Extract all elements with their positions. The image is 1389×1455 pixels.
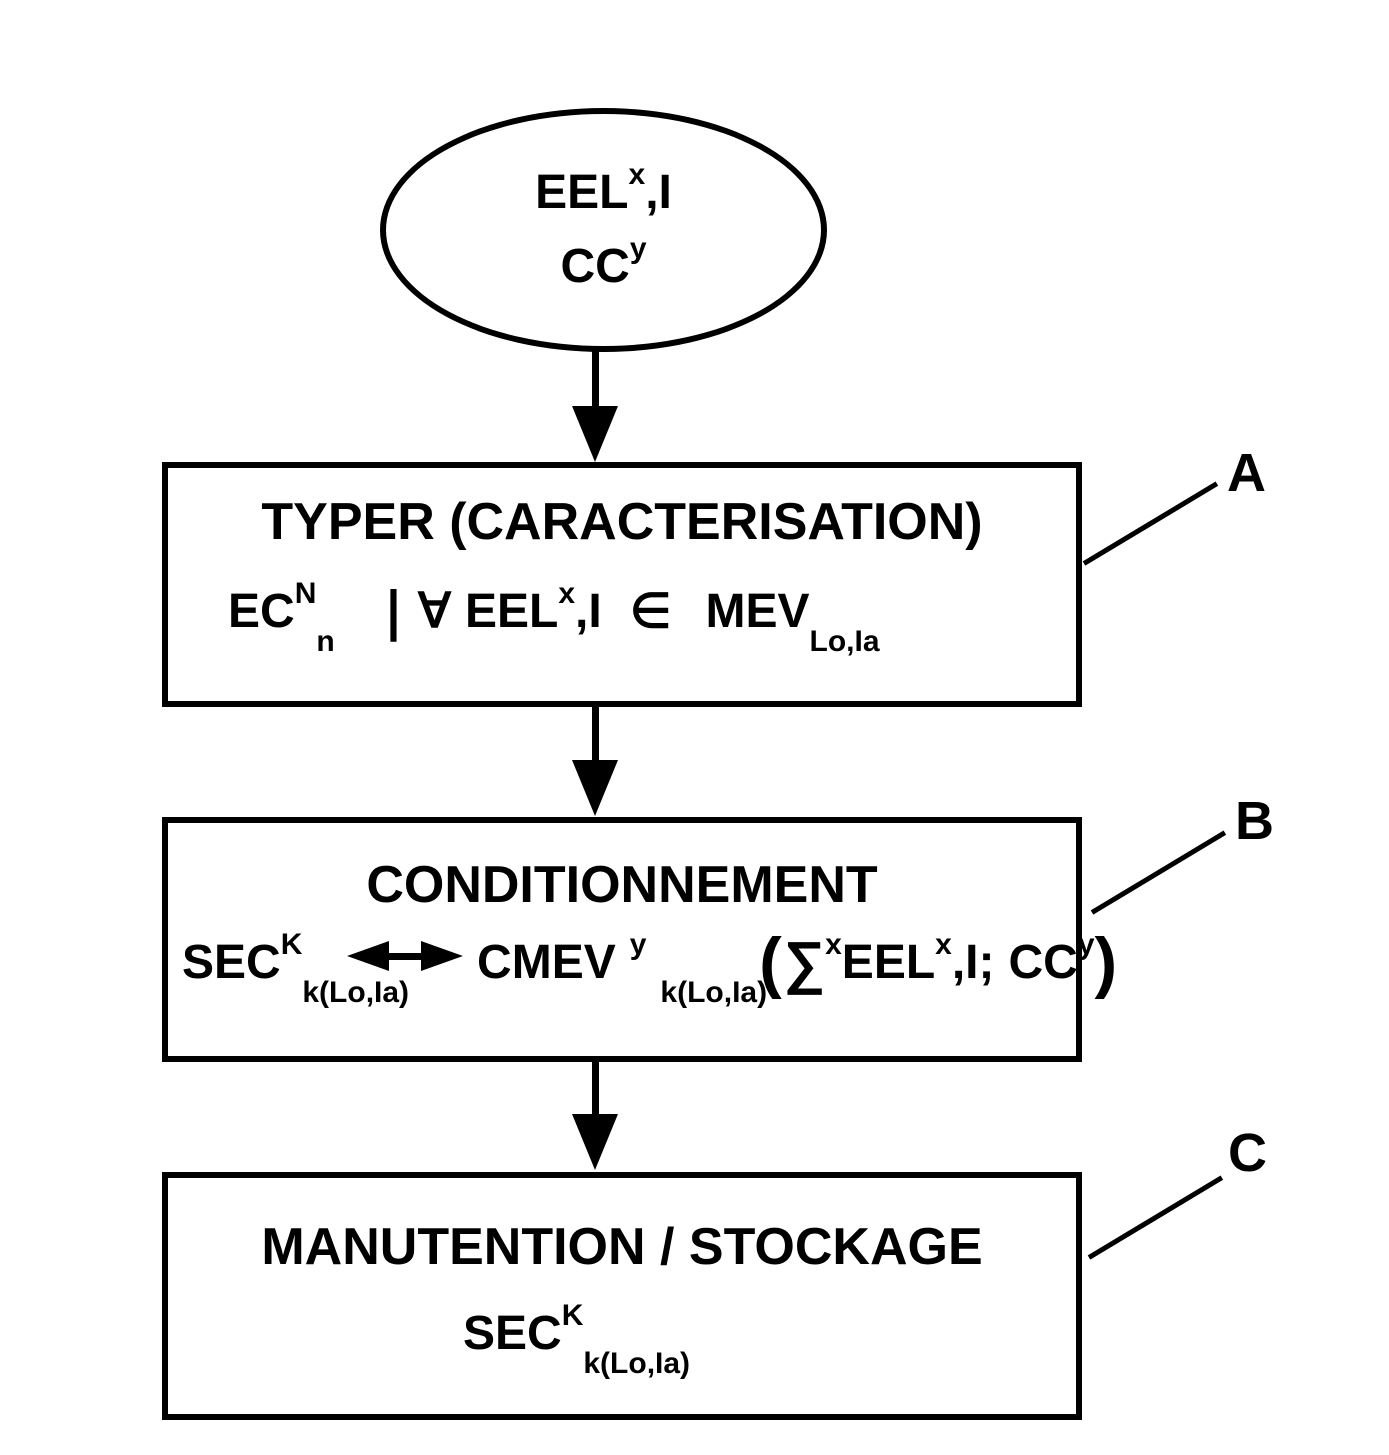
formula-part: CC bbox=[1009, 936, 1078, 989]
formula-superscript: x bbox=[935, 928, 952, 961]
down-arrow-icon bbox=[572, 1114, 618, 1170]
formula-part: SEC bbox=[182, 936, 281, 989]
process-box-typer: TYPER (CARACTERISATION) ECNn | ∀ EELx,I ∈ MEV… bbox=[162, 462, 1082, 707]
formula-part: | bbox=[387, 584, 400, 639]
down-arrow-shaft bbox=[592, 704, 599, 764]
double-arrow-right-head bbox=[421, 941, 463, 971]
down-arrow-shaft bbox=[592, 350, 599, 412]
label-a: A bbox=[1227, 446, 1266, 500]
leader-line-b bbox=[1091, 831, 1226, 915]
formula-part: ,I; bbox=[952, 936, 995, 989]
formula-superscript: K bbox=[281, 928, 303, 961]
down-arrow-icon bbox=[572, 406, 618, 462]
formula-superscript: K bbox=[562, 1299, 584, 1332]
forall-symbol: ∀ bbox=[418, 585, 451, 638]
formula-superscript: x bbox=[558, 577, 575, 610]
formula-part: EEL bbox=[535, 166, 628, 219]
box-title: TYPER (CARACTERISATION) bbox=[168, 492, 1076, 552]
box-formula: SECKk(Lo,Ia) bbox=[463, 1310, 690, 1358]
box-formula: SECKk(Lo,Ia)CMEVyk(Lo,Ia)(∑xEELx,I;CCy) bbox=[182, 921, 1117, 989]
formula-part: EC bbox=[228, 585, 295, 638]
close-paren: ) bbox=[1095, 924, 1118, 1000]
open-paren: ( bbox=[759, 924, 782, 1000]
formula-subscript: n bbox=[316, 625, 334, 658]
label-c: C bbox=[1228, 1126, 1267, 1180]
sum-symbol: ∑ bbox=[784, 930, 825, 995]
formula-subscript: Lo,Ia bbox=[810, 625, 880, 658]
formula-subscript: k(Lo,Ia) bbox=[302, 976, 409, 1009]
ellipse-line1: EELx,I bbox=[535, 169, 672, 217]
formula-part: SEC bbox=[463, 1307, 562, 1360]
double-arrow-bar bbox=[389, 953, 421, 960]
formula-part: MEV bbox=[706, 585, 810, 638]
formula-part: CMEV bbox=[477, 936, 616, 989]
formula-superscript: N bbox=[295, 577, 317, 610]
down-arrow-shaft bbox=[592, 1059, 599, 1117]
formula-subscript: k(Lo,Ia) bbox=[583, 1347, 690, 1380]
box-title: MANUTENTION / STOCKAGE bbox=[168, 1217, 1076, 1277]
element-of-symbol: ∈ bbox=[630, 585, 672, 638]
formula-superscript: y bbox=[630, 232, 647, 265]
formula-part: CC bbox=[560, 240, 629, 293]
label-b: B bbox=[1235, 794, 1274, 848]
box-title: CONDITIONNEMENT bbox=[168, 855, 1076, 915]
leader-line-a bbox=[1083, 482, 1218, 566]
formula-superscript: x bbox=[825, 928, 842, 961]
formula-superscript: y bbox=[1078, 928, 1095, 961]
start-ellipse-node: EELx,I CCy bbox=[380, 108, 827, 352]
double-arrow-left-head bbox=[347, 941, 389, 971]
formula-part: EEL bbox=[465, 585, 558, 638]
process-box-conditionnement: CONDITIONNEMENT SECKk(Lo,Ia) CMEV y k(Lo,Ia… bbox=[162, 817, 1082, 1062]
ellipse-line2: CCy bbox=[560, 243, 646, 291]
formula-part: EEL bbox=[842, 936, 935, 989]
process-box-manutention-stockage: MANUTENTION / STOCKAGE SECKk(Lo,Ia) bbox=[162, 1172, 1082, 1420]
formula-part: ,I bbox=[645, 166, 672, 219]
formula-superscript: y bbox=[630, 928, 647, 961]
formula-part: ,I bbox=[575, 585, 602, 638]
formula-subscript: k(Lo,Ia) bbox=[660, 976, 767, 1009]
double-arrow-icon bbox=[347, 941, 463, 971]
leader-line-c bbox=[1088, 1176, 1223, 1260]
box-formula: ECNn|∀EELx,I∈MEVLo,Ia bbox=[228, 588, 880, 636]
formula-superscript: x bbox=[629, 158, 646, 191]
down-arrow-icon bbox=[572, 760, 618, 816]
